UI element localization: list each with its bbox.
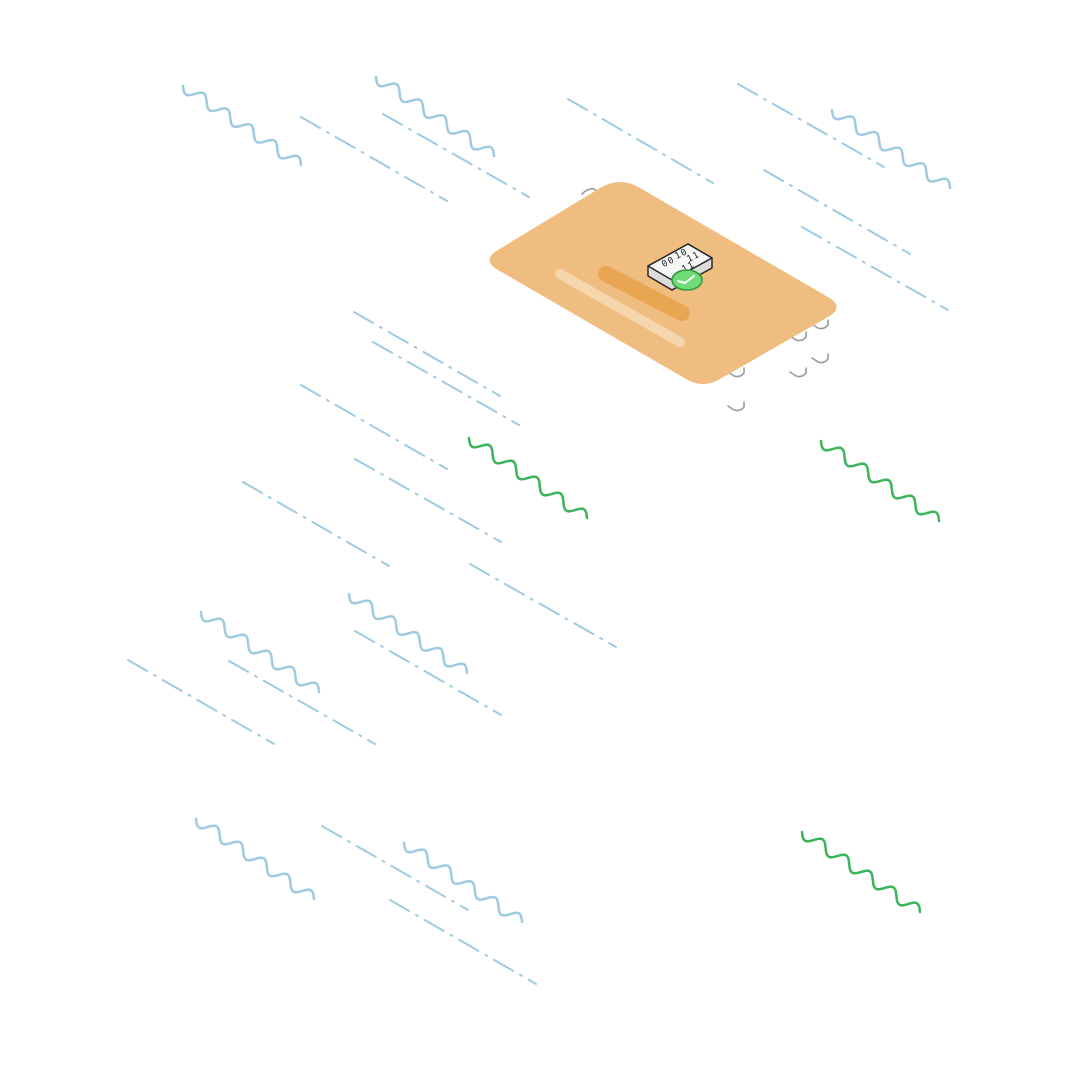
green-wave-squiggle bbox=[800, 830, 922, 914]
data-stream-line bbox=[372, 341, 520, 426]
data-stream-line bbox=[353, 311, 501, 397]
data-stream-line bbox=[354, 630, 502, 716]
data-stream-line bbox=[469, 563, 617, 648]
connector-hook bbox=[811, 353, 829, 364]
data-stream-line bbox=[763, 169, 911, 255]
data-stream-line bbox=[737, 83, 885, 168]
data-stream-line bbox=[228, 660, 376, 745]
chip-binary-digit: 1 bbox=[673, 251, 682, 262]
chip-binary-digit: 0 bbox=[660, 259, 669, 270]
card-bar-accent bbox=[598, 266, 690, 321]
data-stream-line bbox=[354, 458, 502, 543]
check-badge-circle bbox=[671, 269, 703, 291]
chip-binary-digit: 1 bbox=[691, 251, 700, 262]
data-stream-line bbox=[300, 116, 448, 202]
data-stream-line bbox=[389, 899, 537, 985]
chip-top bbox=[647, 243, 713, 281]
data-stream-line bbox=[300, 384, 448, 470]
blue-wave-squiggle bbox=[830, 108, 952, 190]
blue-wave-squiggle bbox=[194, 817, 316, 901]
wave-squiggles bbox=[181, 75, 952, 924]
connector-hook bbox=[811, 319, 829, 330]
blue-wave-squiggle bbox=[374, 75, 496, 158]
data-stream-line bbox=[801, 226, 949, 311]
blue-wave-squiggle bbox=[402, 841, 524, 924]
blue-wave-squiggle bbox=[199, 610, 321, 694]
chip-binary-digit: 1 bbox=[686, 261, 695, 272]
data-stream-line bbox=[567, 98, 714, 184]
data-stream-line bbox=[321, 825, 469, 911]
connector-hook bbox=[789, 367, 807, 378]
check-icon bbox=[677, 275, 695, 284]
data-stream-line bbox=[242, 481, 390, 567]
chip-binary-digit: 0 bbox=[666, 256, 675, 267]
card-bar-highlight bbox=[555, 269, 685, 347]
connector-hook bbox=[727, 367, 745, 378]
data-stream-line bbox=[382, 113, 530, 198]
green-wave-squiggle bbox=[819, 439, 941, 523]
chip-binary-digit: 1 bbox=[680, 264, 689, 275]
blue-wave-squiggle bbox=[347, 592, 469, 675]
chip-binary-digit: 0 bbox=[679, 248, 688, 259]
blue-wave-squiggle bbox=[181, 84, 303, 167]
green-wave-squiggle bbox=[467, 436, 589, 520]
connector-hooks bbox=[581, 188, 829, 412]
connector-hook bbox=[581, 188, 601, 195]
connector-hook bbox=[727, 401, 745, 412]
check-badge bbox=[671, 269, 703, 291]
data-stream-lines bbox=[127, 83, 949, 985]
data-stream-line bbox=[127, 659, 275, 745]
connector-hook bbox=[789, 331, 807, 342]
chip-binary-digit: 1 bbox=[685, 254, 694, 265]
